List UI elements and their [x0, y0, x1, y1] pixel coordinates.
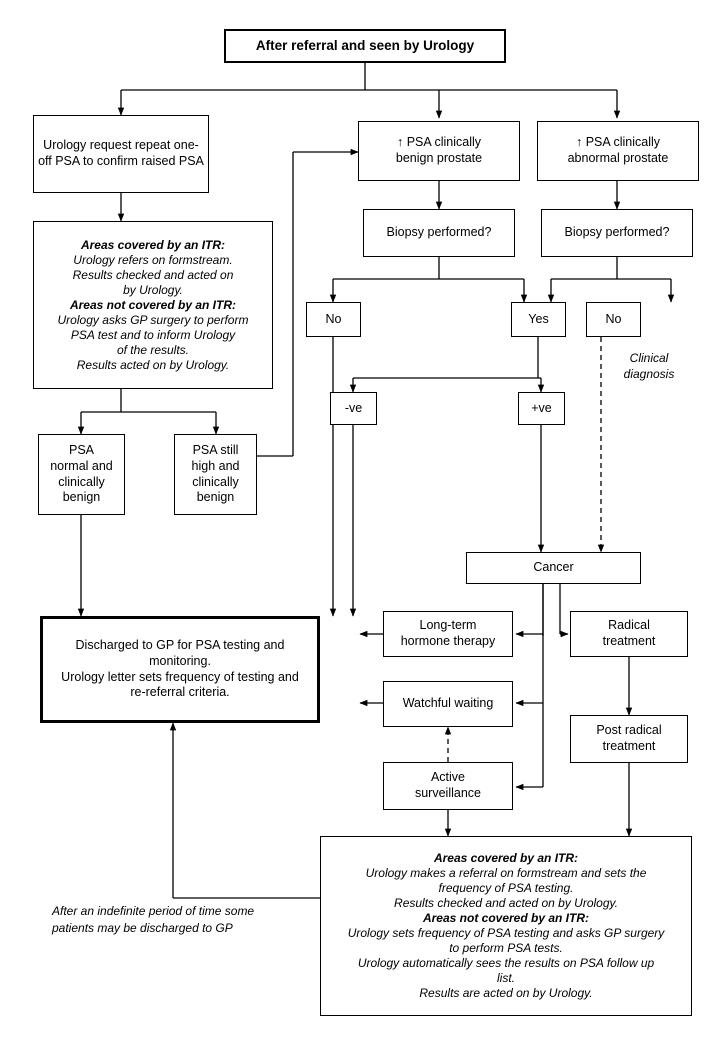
node-cancer[interactable]: Cancer: [466, 552, 641, 584]
itr-bottom-line-10: Results are acted on by Urology.: [419, 986, 593, 1000]
label-clinical-diagnosis-line1: Clinical: [629, 351, 669, 365]
itr-top-line-8: of the results.: [116, 342, 190, 357]
itr-top-line-7: PSA test and to inform Urology: [70, 327, 236, 342]
itr-bottom-line-3: frequency of PSA testing.: [438, 881, 574, 895]
node-hormone-line2: hormone therapy: [400, 634, 496, 648]
node-post-radical-treatment[interactable]: Post radical treatment: [570, 715, 688, 763]
itr-bottom-line-7: to perform PSA tests.: [449, 941, 563, 955]
node-psa-normal-benign-line4: benign: [62, 490, 101, 505]
node-positive-result-label: +ve: [531, 400, 552, 415]
node-urology-request-repeat-label: Urology request repeat one-off PSA to co…: [38, 138, 204, 168]
node-yes-label: Yes: [528, 311, 549, 326]
itr-bottom-line-9: list.: [497, 971, 515, 985]
node-psa-normal-benign-line2: normal and: [50, 458, 113, 473]
node-no-right-label: No: [605, 311, 622, 326]
node-no-left-label: No: [325, 311, 342, 326]
node-psa-still-high-line2: high and: [191, 458, 240, 473]
node-after-referral[interactable]: After referral and seen by Urology: [224, 29, 506, 63]
node-watchful-waiting-label: Watchful waiting: [402, 696, 494, 711]
node-psa-clinically-abnormal[interactable]: ↑ PSA clinically abnormal prostate: [537, 121, 699, 181]
itr-bottom-line-8: Urology automatically sees the results o…: [357, 956, 655, 970]
itr-bottom-heading-not-covered: Areas not covered by an ITR:: [422, 911, 590, 925]
node-active-surveillance-line1: Active: [430, 770, 466, 785]
node-post-radical-line1: Post radical: [596, 723, 662, 738]
psa-raised-arrow-icon: ↑: [396, 135, 404, 150]
node-psa-normal-benign-line3: clinically: [58, 474, 105, 489]
node-watchful-waiting[interactable]: Watchful waiting: [383, 681, 513, 727]
node-psa-still-high-benign[interactable]: PSA still high and clinically benign: [174, 434, 257, 515]
node-after-referral-label: After referral and seen by Urology: [255, 37, 475, 53]
node-no-left[interactable]: No: [306, 302, 361, 337]
node-negative-result-label: -ve: [344, 400, 363, 415]
itr-bottom-line-4: Results checked and acted on by Urology.: [394, 896, 618, 910]
label-clinical-diagnosis-line2: diagnosis: [623, 366, 675, 381]
itr-bottom-line-6: Urology sets frequency of PSA testing an…: [347, 926, 665, 940]
node-radical-treatment[interactable]: Radical treatment: [570, 611, 688, 657]
psa-raised-arrow-icon-2: ↑: [575, 135, 583, 150]
itr-bottom-heading-covered: Areas covered by an ITR:: [433, 851, 579, 865]
node-psa-clinically-benign[interactable]: ↑ PSA clinically benign prostate: [358, 121, 520, 181]
node-active-surveillance[interactable]: Active surveillance: [383, 762, 513, 810]
node-radical-treatment-line2: treatment: [602, 634, 656, 648]
itr-top-heading-covered: Areas covered by an ITR:: [80, 237, 226, 252]
node-psa-normal-benign-line1: PSA: [68, 443, 94, 458]
node-urology-request-repeat[interactable]: Urology request repeat one-off PSA to co…: [33, 115, 209, 193]
node-psa-clinically-abnormal-line1: PSA clinically: [585, 135, 661, 150]
footnote-line1: After an indefinite period of time some: [52, 904, 255, 918]
node-psa-clinically-abnormal-line2: abnormal prostate: [567, 151, 669, 165]
node-itr-top[interactable]: Areas covered by an ITR: Urology refers …: [33, 221, 273, 389]
node-biopsy-performed-right-label: Biopsy performed?: [564, 225, 670, 240]
itr-top-line-2: Urology refers on formstream.: [73, 252, 233, 267]
node-psa-still-high-line4: benign: [196, 490, 235, 505]
node-cancer-label: Cancer: [533, 560, 574, 575]
node-biopsy-performed-left[interactable]: Biopsy performed?: [363, 209, 515, 257]
itr-top-line-9: Results acted on by Urology.: [76, 357, 230, 372]
node-psa-still-high-line1: PSA still: [192, 443, 239, 458]
node-radical-treatment-line1: Radical: [608, 618, 650, 633]
node-biopsy-performed-right[interactable]: Biopsy performed?: [541, 209, 693, 257]
node-negative-result[interactable]: -ve: [330, 392, 377, 425]
itr-top-heading-not-covered: Areas not covered by an ITR:: [69, 297, 237, 312]
footnote-line2: patients may be discharged to GP: [52, 920, 233, 935]
node-positive-result[interactable]: +ve: [518, 392, 565, 425]
node-long-term-hormone-therapy[interactable]: Long-term hormone therapy: [383, 611, 513, 657]
node-hormone-line1: Long-term: [419, 618, 477, 633]
node-psa-clinically-benign-line1: PSA clinically: [406, 135, 482, 150]
itr-top-line-4: by Urology.: [123, 282, 183, 297]
footnote-discharge-note: After an indefinite period of time some …: [52, 903, 312, 937]
node-yes[interactable]: Yes: [511, 302, 566, 337]
label-clinical-diagnosis: Clinical diagnosis: [609, 351, 689, 382]
node-psa-still-high-line3: clinically: [192, 474, 239, 489]
node-discharged-to-gp[interactable]: Discharged to GP for PSA testing and mon…: [40, 616, 320, 723]
node-post-radical-line2: treatment: [602, 739, 656, 753]
node-psa-normal-benign[interactable]: PSA normal and clinically benign: [38, 434, 125, 515]
node-discharged-line2: monitoring.: [149, 653, 211, 668]
node-biopsy-performed-left-label: Biopsy performed?: [386, 225, 492, 240]
node-no-right[interactable]: No: [586, 302, 641, 337]
node-active-surveillance-line2: surveillance: [414, 786, 481, 800]
node-discharged-line4: re-referral criteria.: [130, 685, 230, 700]
itr-top-line-6: Urology asks GP surgery to perform: [57, 312, 249, 327]
itr-bottom-line-2: Urology makes a referral on formstream a…: [365, 866, 647, 880]
node-psa-clinically-benign-line2: benign prostate: [395, 151, 483, 165]
node-itr-bottom[interactable]: Areas covered by an ITR: Urology makes a…: [320, 836, 692, 1016]
itr-top-line-3: Results checked and acted on: [72, 267, 234, 282]
node-discharged-line3: Urology letter sets frequency of testing…: [61, 669, 299, 684]
node-discharged-line1: Discharged to GP for PSA testing and: [75, 638, 285, 653]
